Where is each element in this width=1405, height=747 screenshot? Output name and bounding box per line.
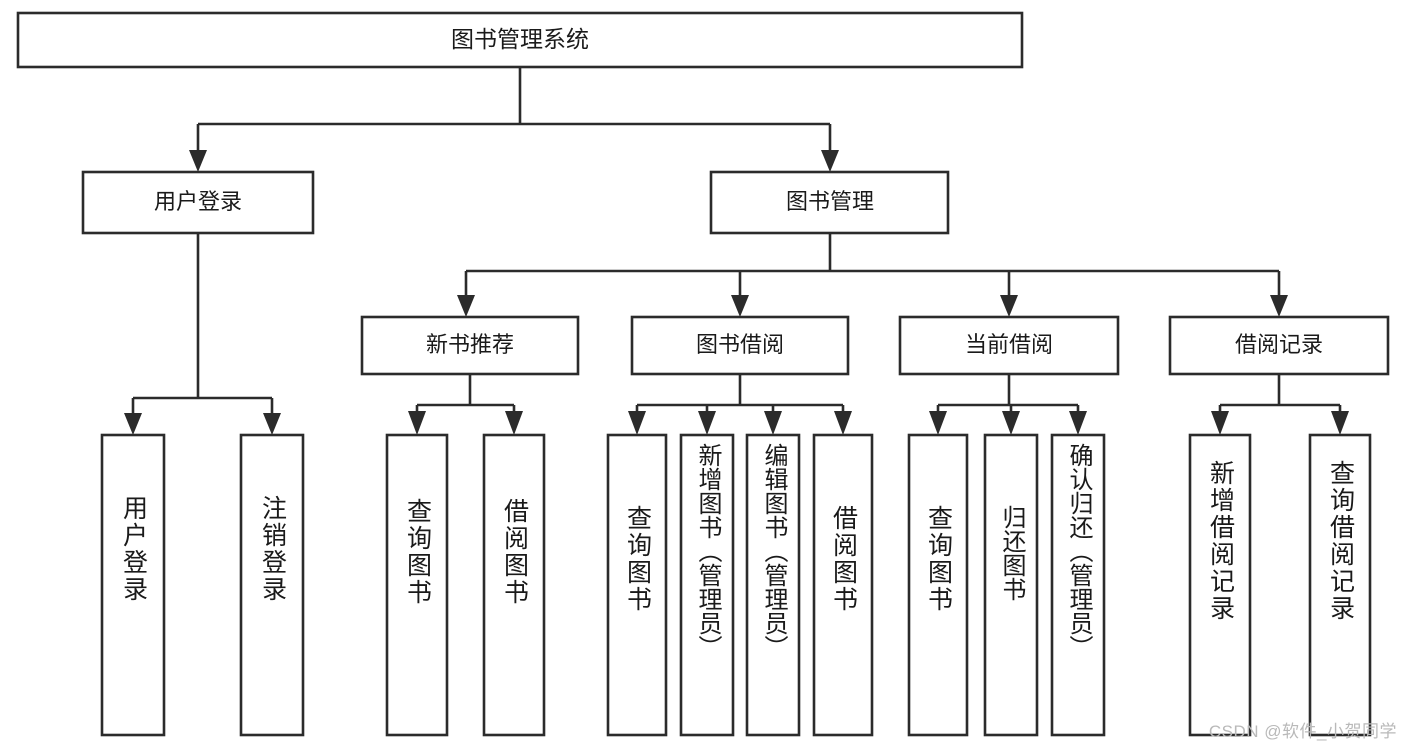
node-book-manage[interactable]: 图书管理 [709, 170, 950, 235]
node-current-borrow-label: 当前借阅 [965, 332, 1053, 357]
arrow-head-leaf-confirm-return [1069, 411, 1087, 435]
arrow-head-leaf-borrow-book-1 [505, 411, 523, 435]
node-borrow-record-box[interactable] [1168, 315, 1390, 376]
arrow-head-user-login [189, 150, 207, 172]
node-root-box[interactable] [16, 11, 1024, 69]
arrow-head-leaf-logout-login [263, 413, 281, 435]
arrow-head-leaf-add-book [698, 411, 716, 435]
node-leaf-query-book-3-box[interactable] [907, 433, 969, 737]
csdn-watermark: CSDN @软件_小贺同学 [1208, 722, 1397, 741]
node-leaf-confirm-return-box[interactable] [1050, 433, 1106, 737]
arrow-head-leaf-edit-book [764, 411, 782, 435]
node-book-borrow-box[interactable] [630, 315, 850, 376]
arrow-head-leaf-query-book-3 [929, 411, 947, 435]
node-current-borrow[interactable]: 当前借阅 [898, 315, 1120, 376]
node-leaf-user-login-box[interactable] [100, 433, 166, 737]
node-user-login-box[interactable] [81, 170, 315, 235]
connector-layer [124, 67, 1349, 435]
arrow-head-leaf-query-record [1331, 411, 1349, 435]
node-leaf-add-book-box[interactable] [679, 433, 735, 737]
arrow-head-book-borrow [731, 295, 749, 317]
node-leaf-return-book-box[interactable] [983, 433, 1039, 737]
arrow-head-leaf-query-book-2 [628, 411, 646, 435]
leaf-node-layer [100, 433, 1372, 737]
node-book-manage-box[interactable] [709, 170, 950, 235]
node-user-login[interactable]: 用户登录 [81, 170, 315, 235]
arrow-head-leaf-query-book-1 [408, 411, 426, 435]
node-leaf-query-book-2-box[interactable] [606, 433, 668, 737]
node-current-borrow-box[interactable] [898, 315, 1120, 376]
node-leaf-borrow-book-2-box[interactable] [812, 433, 874, 737]
arrow-head-borrow-record [1270, 295, 1288, 317]
node-borrow-record-label: 借阅记录 [1235, 332, 1323, 357]
node-book-borrow-label: 图书借阅 [696, 332, 784, 357]
node-root-label: 图书管理系统 [451, 26, 589, 52]
node-user-login-label: 用户登录 [154, 189, 242, 214]
arrow-head-new-book-rec [457, 295, 475, 317]
arrow-head-leaf-user-login [124, 413, 142, 435]
node-new-book-rec-label: 新书推荐 [426, 332, 514, 357]
node-leaf-edit-book-box[interactable] [745, 433, 801, 737]
node-leaf-query-record-box[interactable] [1308, 433, 1372, 737]
node-new-book-rec-box[interactable] [360, 315, 580, 376]
node-new-book-rec[interactable]: 新书推荐 [360, 315, 580, 376]
node-leaf-logout-login-box[interactable] [239, 433, 305, 737]
node-leaf-query-book-1-box[interactable] [385, 433, 449, 737]
node-leaf-add-record-box[interactable] [1188, 433, 1252, 737]
arrow-head-book-manage [821, 150, 839, 172]
node-borrow-record[interactable]: 借阅记录 [1168, 315, 1390, 376]
arrow-head-leaf-add-record [1211, 411, 1229, 435]
arrow-head-current-borrow [1000, 295, 1018, 317]
arrow-head-leaf-borrow-book-2 [834, 411, 852, 435]
node-root[interactable]: 图书管理系统 [16, 11, 1024, 69]
node-book-manage-label: 图书管理 [786, 189, 874, 214]
node-book-borrow[interactable]: 图书借阅 [630, 315, 850, 376]
arrow-head-leaf-return-book [1002, 411, 1020, 435]
node-leaf-borrow-book-1-box[interactable] [482, 433, 546, 737]
